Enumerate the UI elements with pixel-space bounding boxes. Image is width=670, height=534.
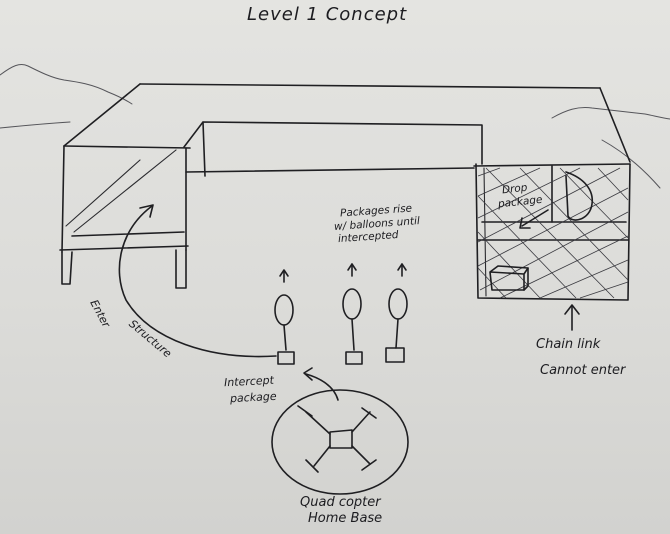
quadcopter-icon (297, 405, 377, 473)
enter-arrow-curve (118, 205, 277, 358)
left-diagonal-2 (65, 159, 141, 227)
box-package (489, 265, 529, 291)
mountain-left (0, 63, 133, 105)
box-package-side (523, 267, 529, 291)
intercept-arrow-head (303, 367, 313, 381)
drop-arrow (521, 209, 549, 227)
drop-chute (565, 171, 593, 221)
intercept-arrow (305, 373, 339, 401)
left-floor (59, 245, 189, 251)
chain-link-hatching (477, 167, 629, 299)
left-leg-2 (175, 249, 187, 289)
label-quad-copter: Quad copter (300, 495, 381, 510)
label-home-base: Home Base (308, 511, 383, 526)
balloon-package-3 (385, 263, 408, 363)
middle-front-edge (185, 167, 475, 173)
right-box-top (473, 163, 631, 167)
roof-inner-front (183, 121, 483, 165)
label-cannot-enter: Cannot enter (540, 363, 626, 378)
left-diagonal (73, 149, 177, 233)
roof-front-left (63, 145, 191, 149)
roof-left-slope (63, 83, 141, 147)
right-box-inner-left (483, 167, 487, 297)
home-base-circle (271, 389, 409, 495)
page-title: Level 1 Concept (247, 4, 408, 25)
label-chain-link: Chain link (536, 337, 601, 352)
chain-arrow-head (564, 304, 580, 315)
enter-arrow-head (139, 204, 154, 218)
roof-top-edge (139, 83, 601, 89)
balloon-package-2 (342, 263, 363, 365)
roof-right-slope (599, 87, 631, 163)
left-leg-1 (61, 251, 73, 285)
balloon-package-1 (274, 269, 295, 365)
label-intercept-line-2: package (229, 389, 277, 406)
inner-back-wall (202, 121, 206, 177)
mountain-right (551, 107, 670, 120)
right-box-front (475, 163, 631, 301)
mountain-right-slope (601, 139, 661, 189)
label-intercept-line-1: Intercept (223, 373, 275, 390)
mountain-left-base (0, 121, 71, 129)
drop-arrow-head (519, 217, 531, 229)
left-wall-left (61, 145, 65, 253)
